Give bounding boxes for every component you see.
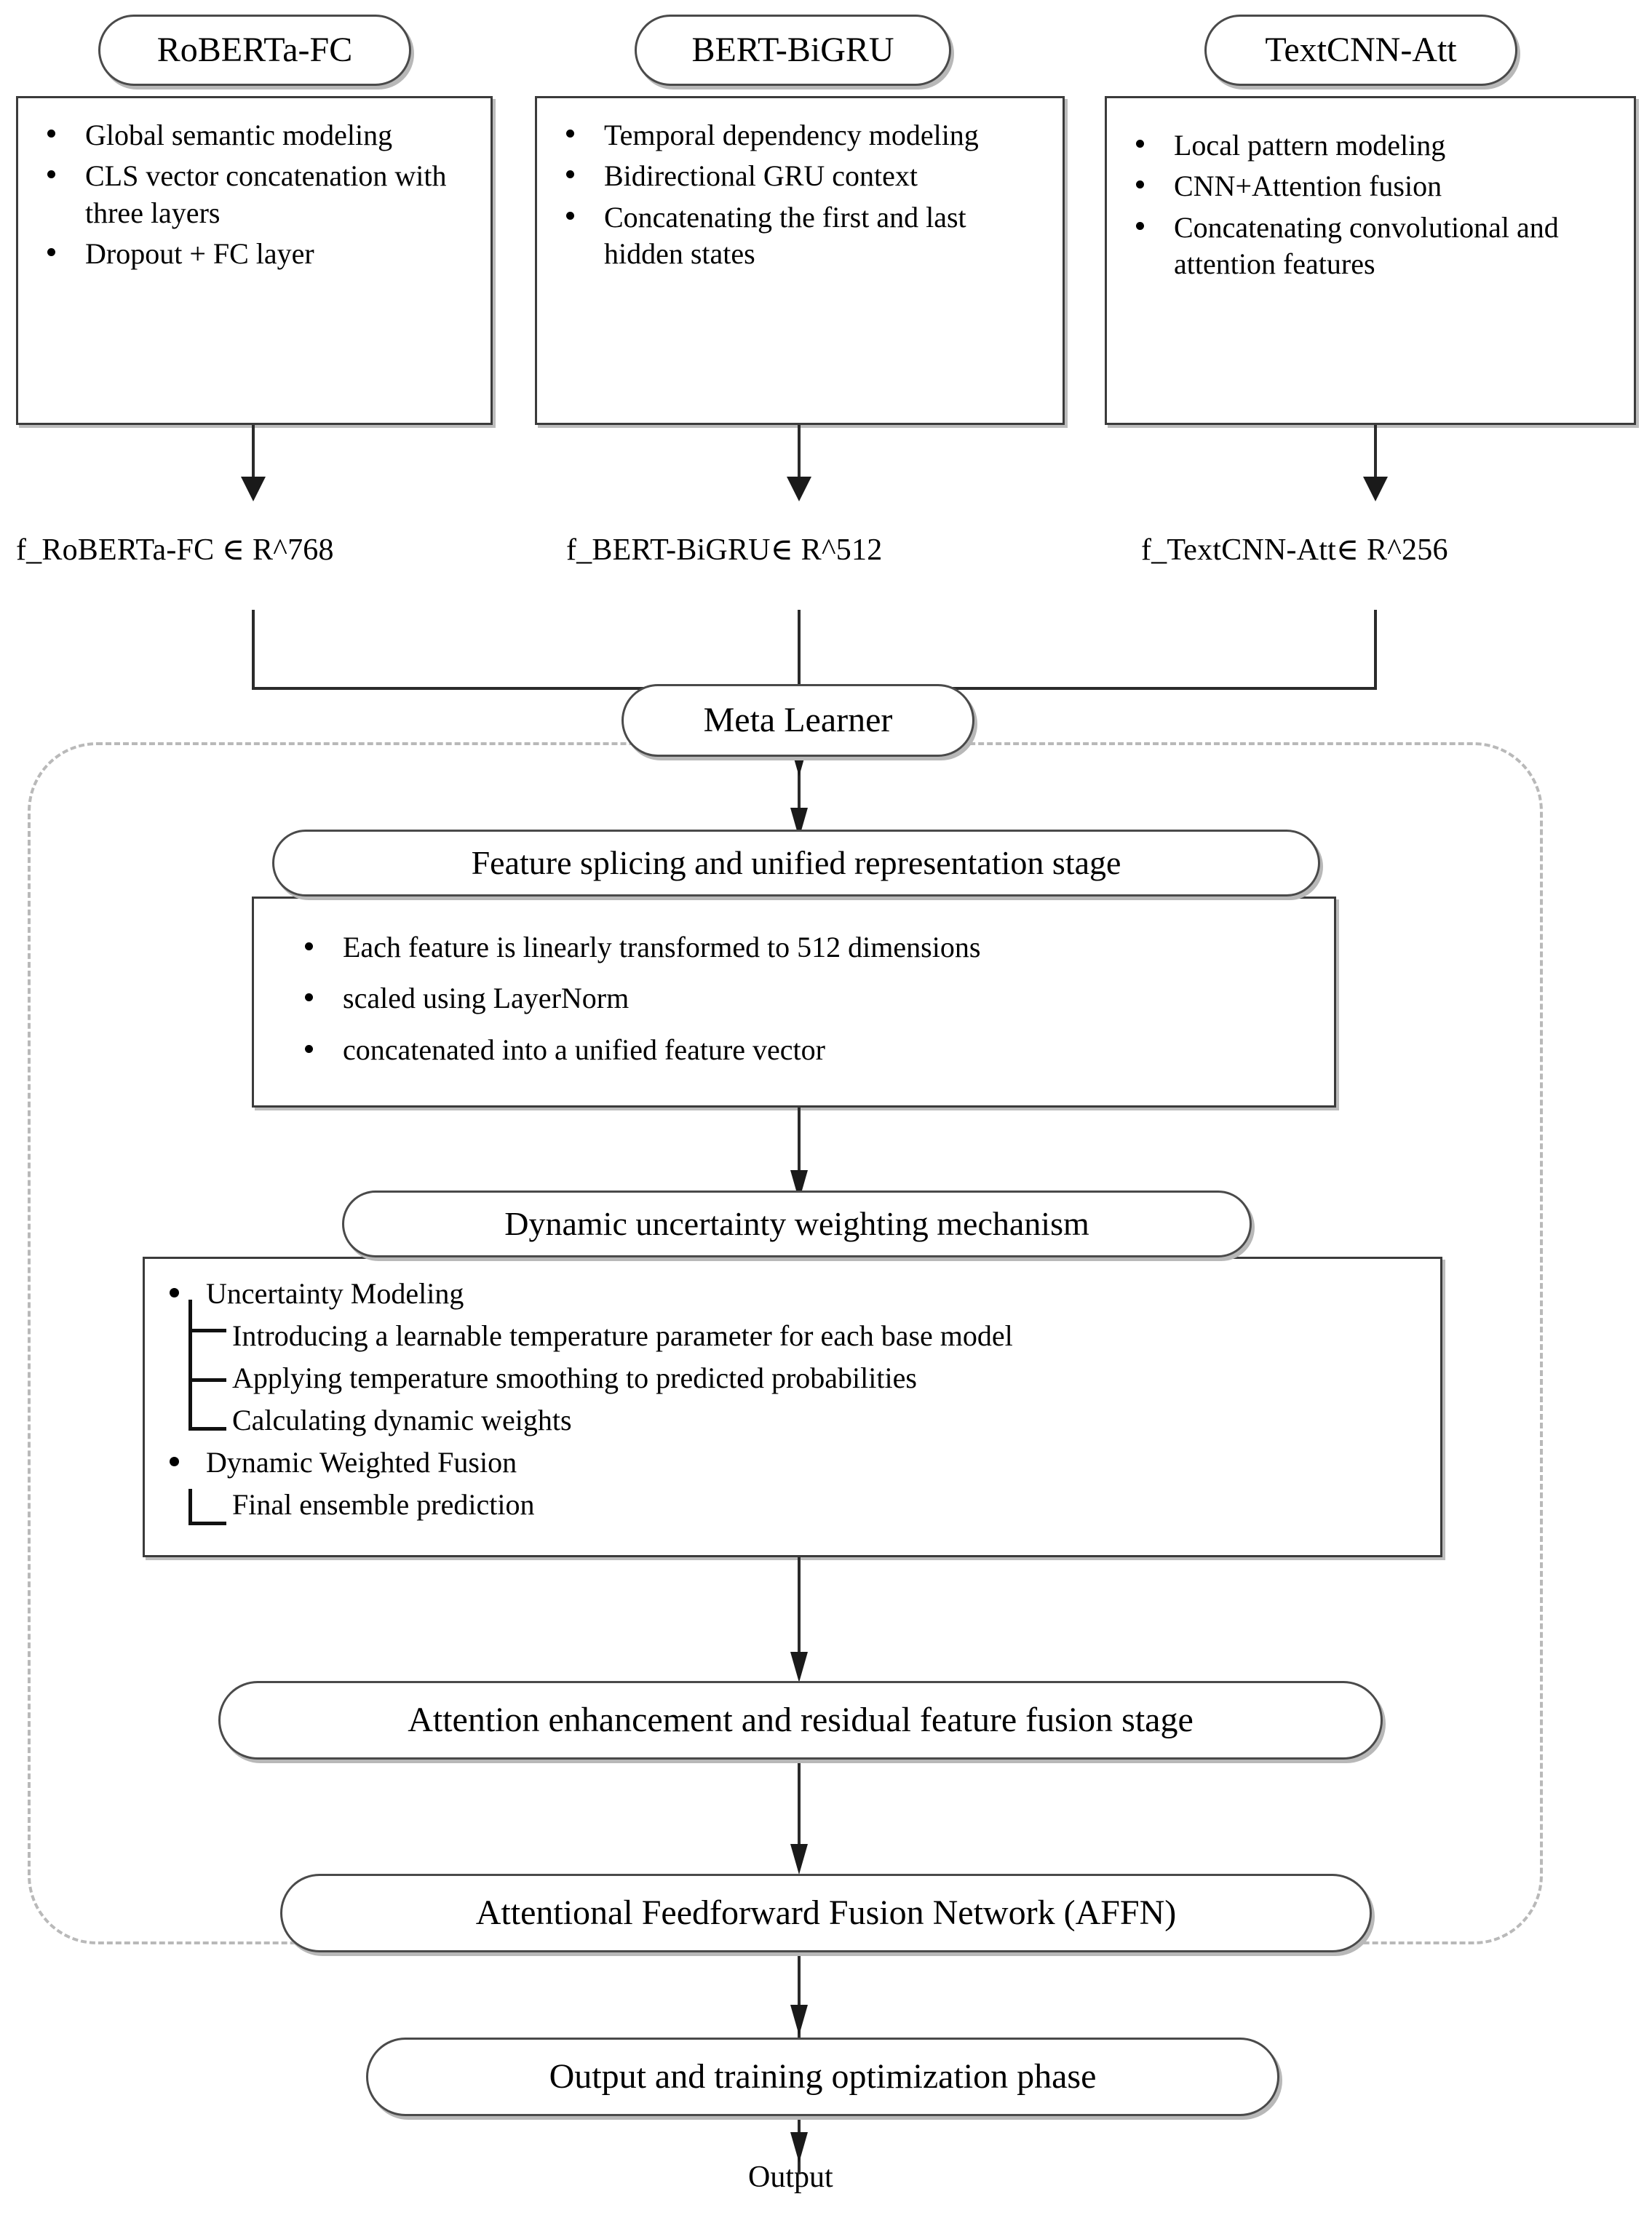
stage-2-label: Dynamic uncertainty weighting mechanism [342,1191,1252,1257]
arrowhead-stage4-to-output-stage [790,2005,808,2035]
connector-meta-to-stage1 [798,757,801,835]
merge-riser-left [252,610,255,690]
base-model-box-roberta-fc-content: Global semantic modeling CLS vector conc… [18,98,491,423]
list-item: Final ensemble prediction [232,1488,535,1521]
list-item: Calculating dynamic weights [232,1404,572,1436]
tree-connector-group-2 [188,1489,232,1525]
stage-1-box-content: Each feature is linearly transformed to … [254,899,1334,1105]
stage-1-label: Feature splicing and unified representat… [272,830,1320,897]
connector-stage1-to-stage2 [798,1108,801,1199]
list-item: concatenated into a unified feature vect… [267,1032,1324,1068]
stage-3-label: Attention enhancement and residual featu… [218,1681,1383,1760]
base-model-box-bert-bigru-content: Temporal dependency modeling Bidirection… [537,98,1063,423]
stage-1-label-text: Feature splicing and unified representat… [471,844,1121,881]
arrowhead-textcnn-to-feature [1363,477,1388,501]
connector-stage4-to-output-stage [798,1952,801,2047]
list-item: CLS vector concatenation with three laye… [31,158,480,231]
connector-textcnn-to-feature [1374,425,1377,486]
connector-bigru-to-feature [798,425,801,486]
list-item: scaled using LayerNorm [267,980,1324,1017]
list-item: Introducing a learnable temperature para… [232,1319,1013,1352]
base-model-label-bert-bigru: BERT-BiGRU [635,15,951,86]
list-item: Uncertainty Modeling [152,1276,1433,1311]
arrowhead-roberta-to-feature [241,477,266,501]
list-item: Each feature is linearly transformed to … [267,929,1324,966]
stage-4-label-text: Attentional Feedforward Fusion Network (… [475,1893,1177,1932]
connector-stage2-to-stage3 [798,1557,801,1668]
meta-learner-label-text: Meta Learner [703,701,893,739]
base-model-bullet-list: Temporal dependency modeling Bidirection… [550,117,1052,273]
base-model-bullet-list: Local pattern modeling CNN+Attention fus… [1120,127,1624,283]
tree-connector-group-1 [188,1300,232,1431]
feature-label-roberta: f_RoBERTa-FC ∈ R^768 [16,533,334,567]
connector-stage3-to-stage4 [798,1760,801,1861]
stage-4-label: Attentional Feedforward Fusion Network (… [280,1874,1372,1952]
base-model-label-roberta-fc: RoBERTa-FC [98,15,411,86]
list-item: Applying temperature smoothing to predic… [232,1362,917,1394]
base-model-bullet-list: Global semantic modeling CLS vector conc… [31,117,480,273]
connector-roberta-to-feature [252,425,255,486]
arrowhead-bigru-to-feature [787,477,811,501]
arrowhead-stage3-to-stage4 [790,1844,808,1875]
base-model-box-roberta-fc: Global semantic modeling CLS vector conc… [16,96,493,425]
base-model-label-textcnn-att: TextCNN-Att [1204,15,1517,86]
arrowhead-stage2-to-stage3 [790,1652,808,1682]
base-model-label-text: TextCNN-Att [1265,31,1457,69]
stage-2-label-text: Dynamic uncertainty weighting mechanism [504,1205,1089,1242]
base-model-box-textcnn-att: Local pattern modeling CNN+Attention fus… [1105,96,1636,425]
base-model-box-textcnn-att-content: Local pattern modeling CNN+Attention fus… [1107,98,1634,423]
stage-2-box: Uncertainty Modeling Introducing a learn… [143,1257,1442,1557]
list-item: Concatenating the first and last hidden … [550,199,1052,273]
list-item: Concatenating convolutional and attentio… [1120,210,1624,283]
list-item: Local pattern modeling [1120,127,1624,164]
merge-riser-middle [798,610,801,690]
stage-1-box: Each feature is linearly transformed to … [252,897,1336,1108]
stage-1-bullet-list: Each feature is linearly transformed to … [267,929,1324,1068]
feature-label-textcnn: f_TextCNN-Att∈ R^256 [1141,533,1448,567]
stage-3-label-text: Attention enhancement and residual featu… [408,1701,1194,1739]
output-stage-label-text: Output and training optimization phase [549,2057,1097,2096]
list-item: Global semantic modeling [31,117,480,154]
list-item: Bidirectional GRU context [550,158,1052,194]
list-item: Dropout + FC layer [31,236,480,272]
meta-learner-label: Meta Learner [622,684,974,757]
stage-2-box-content: Uncertainty Modeling Introducing a learn… [145,1259,1440,1555]
base-model-label-text: BERT-BiGRU [691,31,894,69]
base-model-label-text: RoBERTa-FC [156,31,353,69]
list-item: Temporal dependency modeling [550,117,1052,154]
base-model-box-bert-bigru: Temporal dependency modeling Bidirection… [535,96,1065,425]
meta-learner-container [28,742,1543,1944]
list-item: Dynamic Weighted Fusion [152,1445,1433,1480]
arrowhead-output-stage-to-output [790,2132,808,2163]
output-stage-label: Output and training optimization phase [366,2038,1279,2116]
merge-riser-right [1374,610,1377,690]
output-terminal-label: Output [748,2161,833,2194]
feature-label-bigru: f_BERT-BiGRU∈ R^512 [566,533,883,567]
list-item: CNN+Attention fusion [1120,168,1624,204]
